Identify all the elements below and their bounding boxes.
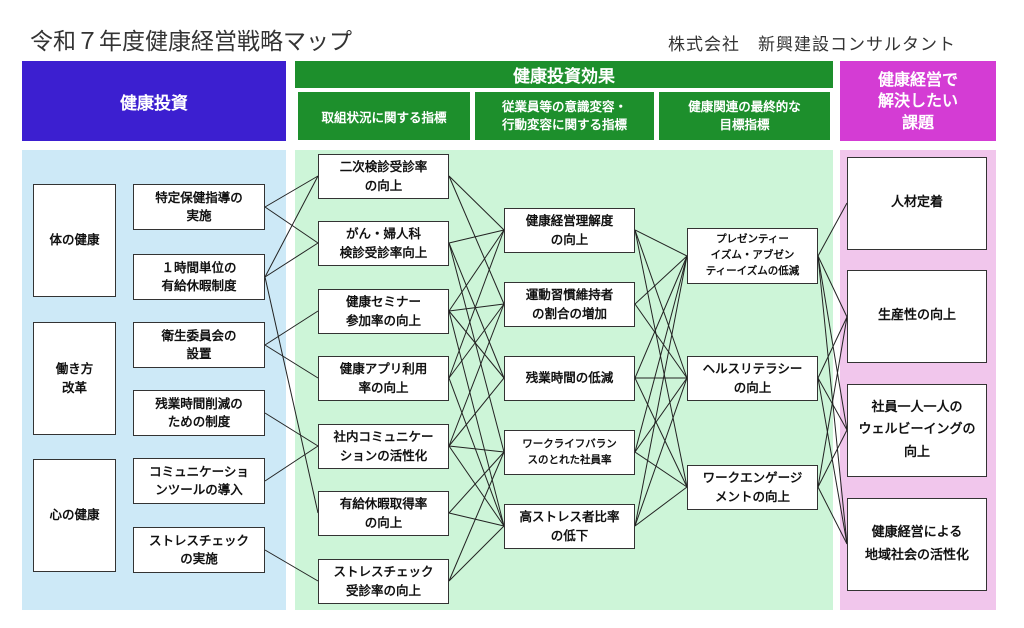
connector-line [817, 316, 848, 379]
final-health-literacy: ヘルスリテラシー の向上 [687, 356, 818, 401]
connector-line [634, 255, 688, 453]
connector-line [817, 429, 848, 488]
category-mental-health: 心の健康 [33, 459, 116, 572]
connector-line [448, 303, 505, 379]
connector-line [448, 303, 505, 312]
connector-line [264, 206, 319, 244]
connector-line [448, 242, 505, 453]
behavior-high-stress-ratio: 高ストレス者比率 の低下 [504, 504, 635, 549]
connector-line [264, 310, 319, 346]
connector-line [448, 310, 505, 527]
indicator-paid-leave: 有給休暇取得率 の向上 [318, 491, 449, 536]
connector-line [817, 316, 848, 488]
connector-line [264, 175, 319, 278]
company-name: 株式会社 新興建設コンサルタント [668, 35, 956, 55]
connector-line [448, 377, 505, 447]
connector-line [448, 377, 505, 527]
connector-line [448, 303, 505, 447]
effect-subheader-activity: 取組状況に関する指標 [298, 92, 470, 140]
connector-line [634, 229, 688, 488]
connector-line [817, 255, 848, 318]
connector-line [448, 445, 505, 527]
connector-line [448, 445, 505, 453]
goal-productivity: 生産性の向上 [847, 270, 987, 363]
indicator-stress-check-rate: ストレスチェック 受診率の向上 [318, 559, 449, 604]
connector-line [634, 255, 688, 305]
indicator-health-app: 健康アプリ利用 率の向上 [318, 356, 449, 401]
connector-line [264, 242, 319, 278]
connector-line [634, 255, 688, 379]
behavior-health-understanding: 健康経営理解度 の向上 [504, 208, 635, 253]
investment-stress-check: ストレスチェック の実施 [133, 527, 265, 573]
effect-subheader-final: 健康関連の最終的な 目標指標 [659, 92, 830, 140]
connector-line [634, 451, 688, 488]
indicator-health-seminar: 健康セミナー 参加率の向上 [318, 289, 449, 334]
investment-hourly-leave: １時間単位の 有給休暇制度 [133, 254, 265, 300]
investment-overtime-reduction: 残業時間削減の ための制度 [133, 390, 265, 436]
connector-line [817, 486, 848, 545]
investment-header: 健康投資 [22, 61, 286, 141]
final-presenteeism: プレゼンティー イズム・アブゼン ティーイズムの低減 [687, 228, 818, 284]
connector-line [448, 229, 505, 312]
connector-line [634, 377, 688, 488]
connector-line [634, 377, 688, 527]
connector-line [634, 303, 688, 379]
goal-wellbeing: 社員一人一人の ウェルビーイングの 向上 [847, 384, 987, 477]
behavior-exercise-habit: 運動習慣維持者 の割合の増加 [504, 282, 635, 327]
investment-communication-tool: コミュニケーショ ンツールの導入 [133, 458, 265, 504]
indicator-internal-communication: 社内コミュニケー ションの活性化 [318, 424, 449, 469]
investment-health-guidance: 特定保健指導の 実施 [133, 184, 265, 230]
final-work-engagement: ワークエンゲージ メントの向上 [687, 465, 818, 510]
connector-line [817, 255, 848, 431]
connector-line [634, 229, 688, 379]
goal-retention: 人材定着 [847, 157, 987, 250]
connector-line [634, 229, 688, 257]
indicator-cancer-screening: がん・婦人科 検診受診率向上 [318, 221, 449, 266]
connector-line [448, 451, 505, 514]
category-work-reform: 働き方 改革 [33, 322, 116, 435]
connector-line [264, 276, 319, 514]
connector-line [264, 412, 319, 447]
connector-line [448, 229, 505, 379]
connector-line [448, 229, 505, 244]
investment-health-committee: 衛生委員会の 設置 [133, 322, 265, 368]
behavior-work-life-balance: ワークライフバラン スのとれた社員率 [504, 430, 635, 475]
connector-line [448, 525, 505, 582]
behavior-overtime-reduction: 残業時間の低減 [504, 356, 635, 401]
indicator-secondary-checkup: 二次検診受診率 の向上 [318, 154, 449, 199]
page-title: 令和７年度健康経営戦略マップ [30, 29, 352, 55]
connector-line [634, 255, 688, 527]
connector-line [448, 310, 505, 379]
connector-line [448, 242, 505, 379]
connector-line [264, 445, 319, 482]
connector-line [634, 377, 688, 453]
connector-line [448, 175, 505, 305]
effect-subheader-behavior: 従業員等の意識変容・ 行動変容に関する指標 [475, 92, 654, 140]
connector-line [264, 344, 319, 379]
goal-header: 健康経営で 解決したい 課題 [840, 61, 996, 141]
connector-line [448, 512, 505, 527]
connector-line [817, 202, 848, 257]
connector-line [264, 549, 319, 582]
connector-line [448, 175, 505, 231]
connector-line [264, 175, 319, 208]
connector-line [817, 377, 848, 545]
connector-line [448, 451, 505, 582]
goal-community-revitalization: 健康経営による 地域社会の活性化 [847, 498, 987, 591]
category-body-health: 体の健康 [33, 184, 116, 297]
connector-line [634, 486, 688, 527]
effect-header: 健康投資効果 [295, 61, 833, 88]
